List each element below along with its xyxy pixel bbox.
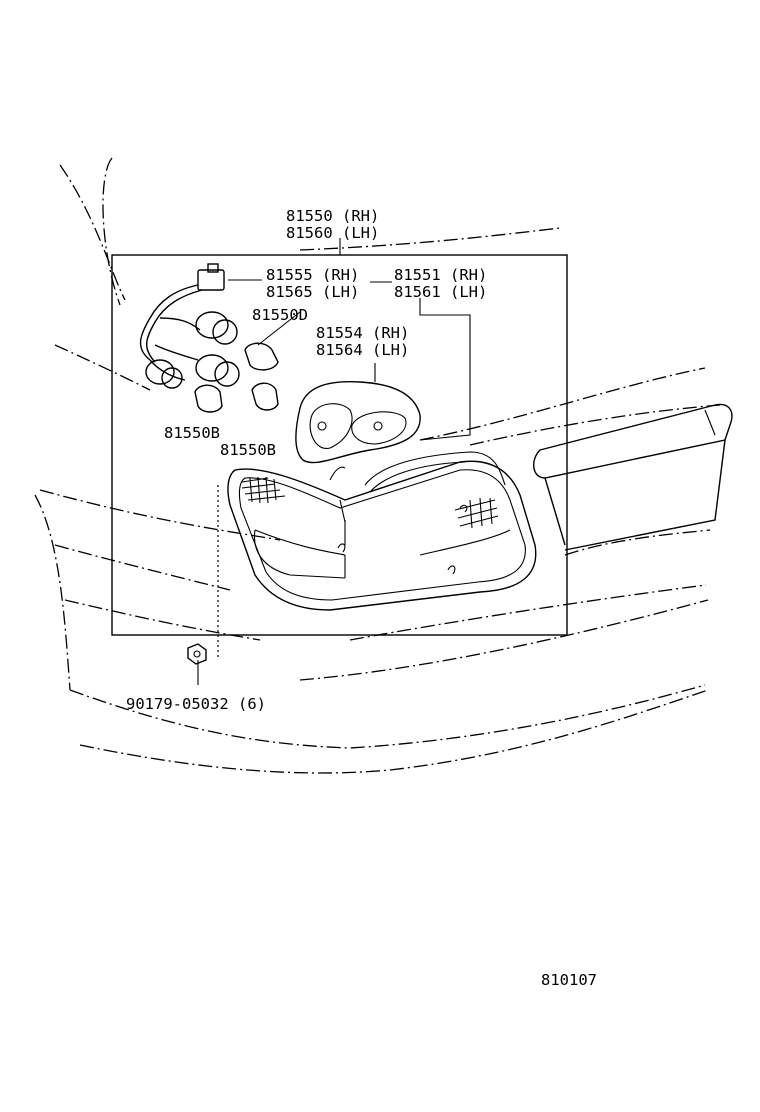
- label-assembly-rh: 81550 (RH): [286, 207, 379, 225]
- lens-hatching: [241, 476, 499, 529]
- bulb-81550b-right: [251, 382, 279, 411]
- label-gasket-lh: 81564 (LH): [316, 341, 409, 359]
- socket-wire-harness: [139, 263, 240, 389]
- vehicle-body-outline: [34, 157, 721, 774]
- label-socket-lh: 81565 (LH): [266, 283, 359, 301]
- bulbs: [194, 342, 279, 413]
- label-bulb-81550d: 81550D: [252, 306, 308, 324]
- label-socket-rh: 81555 (RH): [266, 266, 359, 284]
- leader-lines: [197, 238, 471, 685]
- bulb-81550d: [244, 342, 279, 371]
- bulb-81550b-left: [194, 384, 223, 413]
- label-lens-rh: 81551 (RH): [394, 266, 487, 284]
- side-marker-lamp: [533, 403, 733, 551]
- gasket: [295, 381, 421, 464]
- tail-lamp-lens: [227, 451, 537, 611]
- label-lens-lh: 81561 (LH): [394, 283, 487, 301]
- figure-number: 810107: [541, 971, 597, 989]
- callout-labels: 81550 (RH) 81560 (LH) 81555 (RH) 81565 (…: [126, 207, 597, 989]
- label-bulb-81550b-right: 81550B: [220, 441, 276, 459]
- nut-90179: [187, 643, 207, 665]
- label-bulb-81550b-left: 81550B: [164, 424, 220, 442]
- label-assembly-lh: 81560 (LH): [286, 224, 379, 242]
- label-nut: 90179-05032 (6): [126, 695, 266, 713]
- label-gasket-rh: 81554 (RH): [316, 324, 409, 342]
